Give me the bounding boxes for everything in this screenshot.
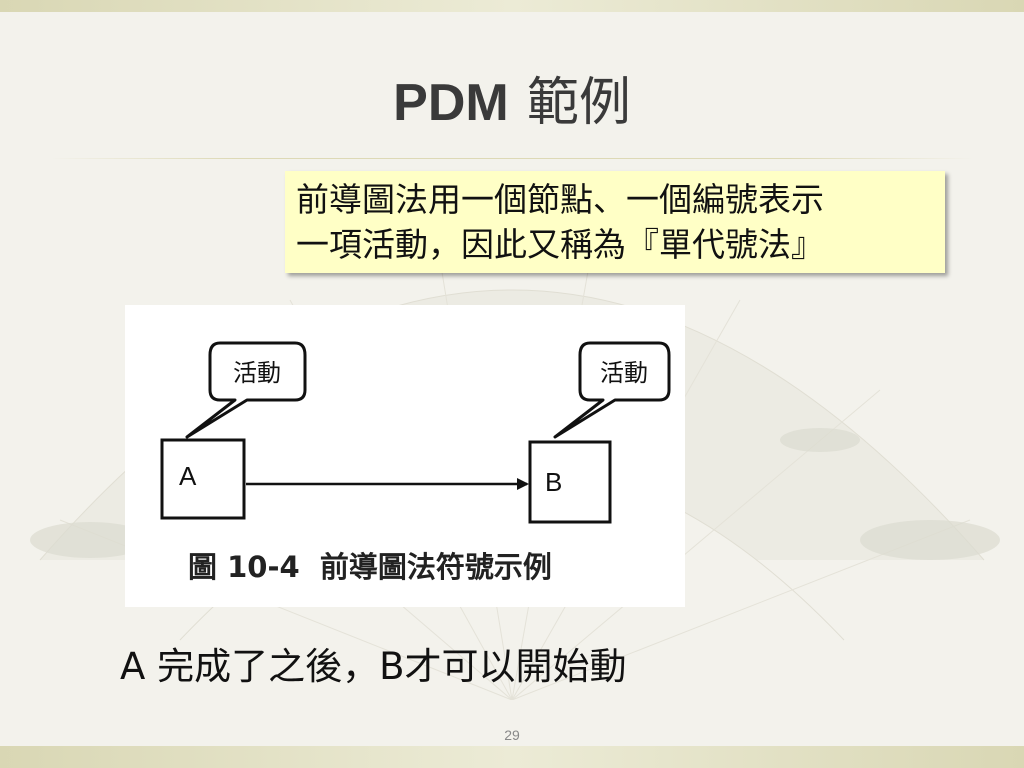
bottom-decorative-band [0, 746, 1024, 768]
figure-caption: 圖 10-4 前導圖法符號示例 [188, 550, 552, 584]
node-a: A [160, 438, 246, 520]
top-decorative-band [0, 0, 1024, 12]
pdm-diagram: 活動 活動 A B 圖 10-4 前導圖法符號示例 [160, 341, 671, 584]
callout-line-1: 前導圖法用一個節點、一個編號表示 [296, 180, 824, 219]
explanation-callout: 前導圖法用一個節點、一個編號表示 一項活動，因此又稱為『單代號法』 [285, 171, 945, 273]
bubble-a-label: 活動 [233, 359, 281, 387]
slide-title-cjk: 範例 [526, 73, 631, 133]
node-b-label: B [545, 467, 562, 497]
node-b: B [528, 440, 612, 524]
speech-bubble-b: 活動 [553, 341, 671, 439]
slide-title-latin: PDM [393, 74, 509, 132]
pdm-figure: 活動 活動 A B 圖 10-4 前導圖法符號示例 [125, 305, 685, 607]
speech-bubble-a: 活動 [185, 341, 307, 439]
node-a-label: A [179, 461, 197, 491]
callout-line-2: 一項活動，因此又稱為『單代號法』 [296, 225, 824, 264]
bubble-b-label: 活動 [600, 359, 648, 387]
slide-title: PDM 範例 [0, 60, 1024, 135]
title-divider [50, 158, 974, 159]
page-number: 29 [504, 727, 520, 743]
bottom-statement: A 完成了之後，B才可以開始動 [120, 645, 627, 688]
